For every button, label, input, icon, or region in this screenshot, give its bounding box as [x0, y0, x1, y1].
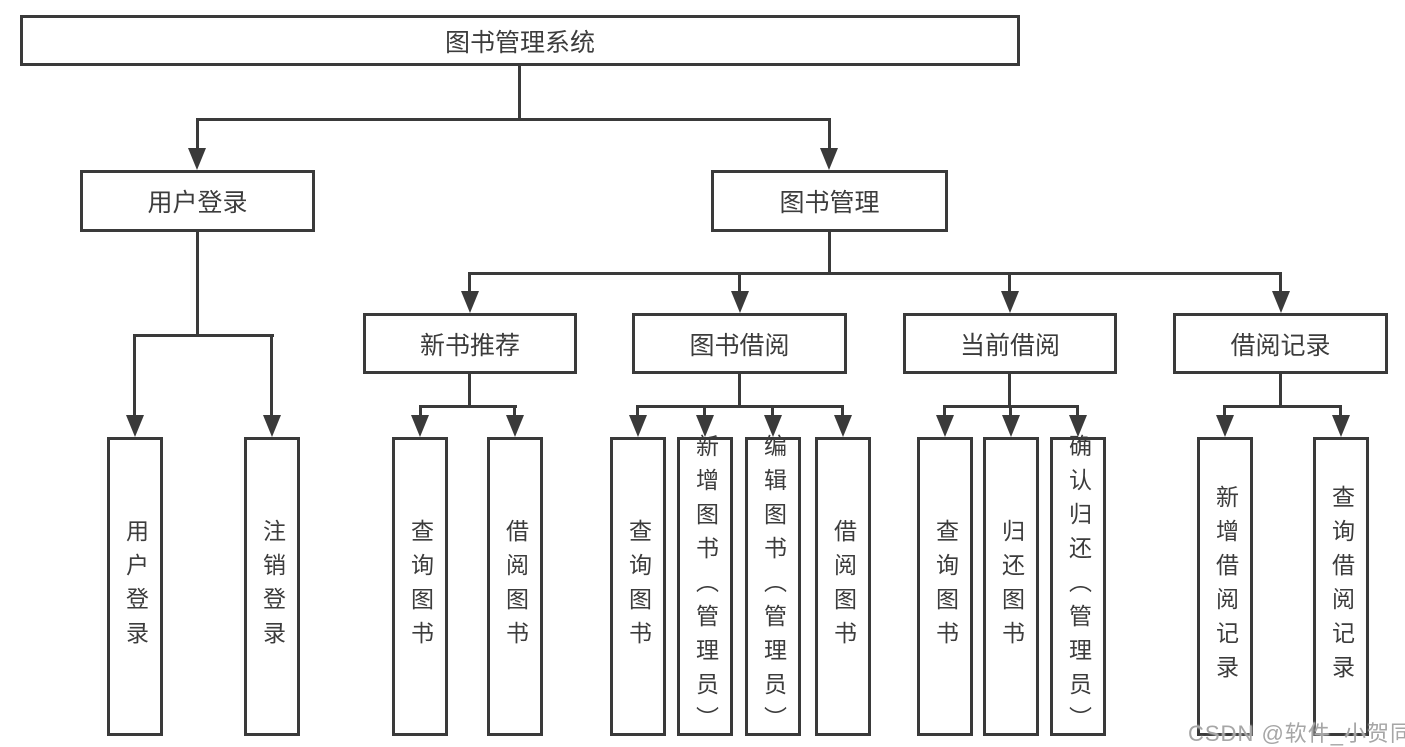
connector-line [196, 232, 199, 334]
arrowhead-icon [126, 415, 144, 437]
node-current-borrowing: 当前借阅 [903, 313, 1117, 374]
connector-line [1009, 405, 1012, 416]
node-label: 图书管理 [779, 189, 880, 217]
node-label: 查询借阅记录 [1328, 484, 1355, 689]
node-label: 新增借阅记录 [1212, 484, 1239, 689]
node-label: 图书管理系统 [444, 28, 595, 57]
node-label: 借阅记录 [1230, 331, 1331, 360]
node-label: 归还图书 [998, 518, 1025, 655]
arrowhead-icon [696, 415, 714, 437]
connector-line [419, 405, 422, 416]
arrowhead-icon [936, 415, 954, 437]
node-label: 当前借阅 [959, 331, 1060, 360]
arrowhead-icon [834, 415, 852, 437]
node-leaf-user-login: 用户登录 [107, 437, 163, 736]
connector-line [1279, 374, 1282, 405]
connector-line [1076, 405, 1079, 416]
connector-line [841, 405, 844, 416]
connector-line [636, 405, 639, 416]
connector-line [270, 334, 273, 415]
connector-line [133, 334, 274, 337]
connector-line [469, 272, 1282, 275]
node-leaf-return-book: 归还图书 [983, 437, 1039, 736]
node-label: 用户登录 [147, 189, 248, 217]
connector-line [468, 272, 471, 292]
node-label: 新书推荐 [419, 331, 520, 360]
connector-line [637, 405, 844, 408]
arrowhead-icon [1069, 415, 1087, 437]
node-label: 借阅图书 [502, 518, 529, 655]
arrowhead-icon [263, 415, 281, 437]
arrowhead-icon [461, 291, 479, 313]
connector-line [1339, 405, 1342, 416]
connector-line [1279, 272, 1282, 292]
arrowhead-icon [188, 148, 206, 170]
node-library-management-system: 图书管理系统 [20, 15, 1020, 66]
node-user-login: 用户登录 [80, 170, 315, 232]
arrowhead-icon [731, 291, 749, 313]
node-book-management: 图书管理 [711, 170, 948, 232]
connector-line [943, 405, 946, 416]
connector-line [196, 118, 199, 149]
node-leaf-borrow-books-2: 借阅图书 [815, 437, 871, 736]
node-label: 确认归还（管理员） [1065, 433, 1092, 740]
arrowhead-icon [629, 415, 647, 437]
node-leaf-borrow-books-1: 借阅图书 [487, 437, 543, 736]
node-book-borrowing: 图书借阅 [632, 313, 847, 374]
connector-line [419, 405, 517, 408]
connector-line [738, 272, 741, 292]
node-label: 查询图书 [932, 518, 959, 655]
node-borrowing-records: 借阅记录 [1173, 313, 1388, 374]
node-label: 编辑图书（管理员） [760, 433, 787, 740]
node-leaf-query-borrow-record: 查询借阅记录 [1313, 437, 1369, 736]
node-leaf-add-book-admin: 新增图书（管理员） [677, 434, 733, 740]
connector-line [1223, 405, 1226, 416]
arrowhead-icon [1002, 415, 1020, 437]
connector-line [1008, 374, 1011, 405]
node-leaf-query-books-2: 查询图书 [610, 437, 666, 736]
connector-line [828, 232, 831, 272]
watermark: CSDN @软件_小贺同学 [1188, 721, 1405, 746]
node-leaf-logout: 注销登录 [244, 437, 300, 736]
node-label: 用户登录 [122, 518, 149, 655]
arrowhead-icon [764, 415, 782, 437]
connector-line [468, 374, 471, 405]
arrowhead-icon [1001, 291, 1019, 313]
connector-line [828, 118, 831, 149]
node-label: 注销登录 [259, 518, 286, 655]
connector-line [196, 118, 831, 121]
connector-line [513, 405, 516, 416]
connector-line [703, 405, 706, 416]
arrowhead-icon [411, 415, 429, 437]
connector-line [771, 405, 774, 416]
node-label: 借阅图书 [830, 518, 857, 655]
node-new-book-recommendation: 新书推荐 [363, 313, 577, 374]
connector-line [133, 334, 136, 415]
node-leaf-add-borrow-record: 新增借阅记录 [1197, 437, 1253, 736]
node-label: 查询图书 [407, 518, 434, 655]
connector-line [738, 374, 741, 405]
node-label: 新增图书（管理员） [692, 433, 719, 740]
arrowhead-icon [506, 415, 524, 437]
arrowhead-icon [1216, 415, 1234, 437]
connector-line [518, 66, 521, 118]
arrowhead-icon [1332, 415, 1350, 437]
node-leaf-query-books-1: 查询图书 [392, 437, 448, 736]
node-label: 图书借阅 [689, 331, 790, 360]
connector-line [1224, 405, 1342, 408]
node-leaf-query-books-3: 查询图书 [917, 437, 973, 736]
arrowhead-icon [820, 148, 838, 170]
node-label: 查询图书 [625, 518, 652, 655]
node-leaf-edit-book-admin: 编辑图书（管理员） [745, 434, 801, 740]
connector-line [1008, 272, 1011, 292]
arrowhead-icon [1272, 291, 1290, 313]
node-leaf-confirm-return-admin: 确认归还（管理员） [1050, 434, 1106, 740]
